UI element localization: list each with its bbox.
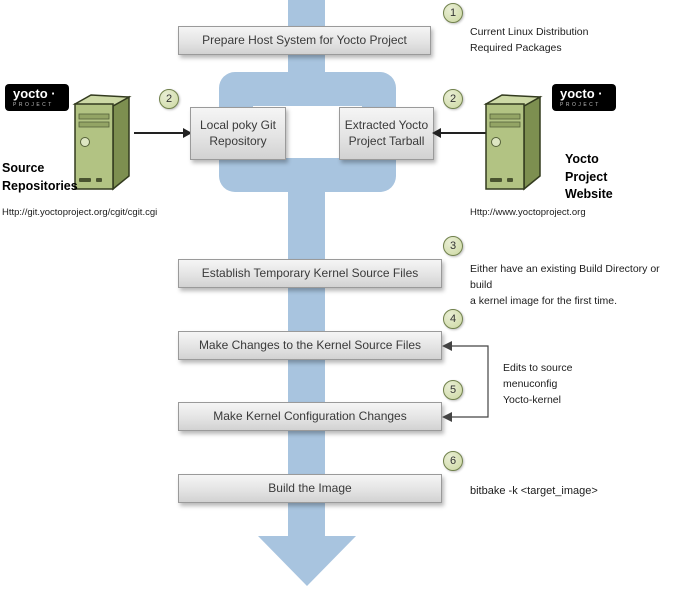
yocto-logo-subtext: PROJECT: [13, 102, 54, 108]
annotation-step6: bitbake -k <target_image>: [470, 485, 598, 497]
source-repositories-url: Http://git.yoctoproject.org/cgit/cgit.cg…: [2, 207, 158, 218]
yocto-website-url: Http://www.yoctoproject.org: [470, 207, 586, 218]
step-badge-3: 3: [443, 236, 463, 256]
yocto-logo-left: yocto · PROJECT: [5, 84, 69, 111]
edits-bracket-icon: [438, 336, 502, 433]
step-box-local-poky: Local poky Git Repository: [190, 107, 286, 160]
yocto-website-label: Yocto Project Website: [565, 152, 613, 201]
step-badge-6: 6: [443, 451, 463, 471]
step-box-establish-kernel-sources: Establish Temporary Kernel Source Files: [178, 259, 442, 288]
step-badge-2-right: 2: [443, 89, 463, 109]
yocto-logo-text: yocto ·: [13, 86, 56, 101]
annotation-step3: Either have an existing Build Directory …: [470, 263, 660, 307]
arrow-server-to-poky-icon: [134, 126, 192, 145]
step-box-prepare-host: Prepare Host System for Yocto Project: [178, 26, 431, 55]
annotation-step1: Current Linux Distribution Required Pack…: [470, 26, 589, 54]
flow-arrow-head-icon: [258, 536, 356, 586]
step-badge-5: 5: [443, 380, 463, 400]
yocto-logo-right: yocto · PROJECT: [552, 84, 616, 111]
step-box-make-changes: Make Changes to the Kernel Source Files: [178, 331, 442, 360]
arrow-server-to-tarball-icon: [432, 126, 490, 145]
annotation-edits: Edits to source menuconfig Yocto-kernel: [503, 362, 573, 406]
step-badge-4: 4: [443, 309, 463, 329]
step-badge-2-left: 2: [159, 89, 179, 109]
yocto-logo-text: yocto ·: [560, 86, 603, 101]
step-badge-1: 1: [443, 3, 463, 23]
source-repositories-label: Source Repositories: [2, 161, 78, 193]
server-icon-left: [66, 92, 136, 207]
server-icon-right: [477, 92, 547, 207]
step-box-extracted-tarball: Extracted Yocto Project Tarball: [339, 107, 434, 160]
yocto-logo-subtext: PROJECT: [560, 102, 601, 108]
step-box-build-image: Build the Image: [178, 474, 442, 503]
step-box-kernel-config: Make Kernel Configuration Changes: [178, 402, 442, 431]
